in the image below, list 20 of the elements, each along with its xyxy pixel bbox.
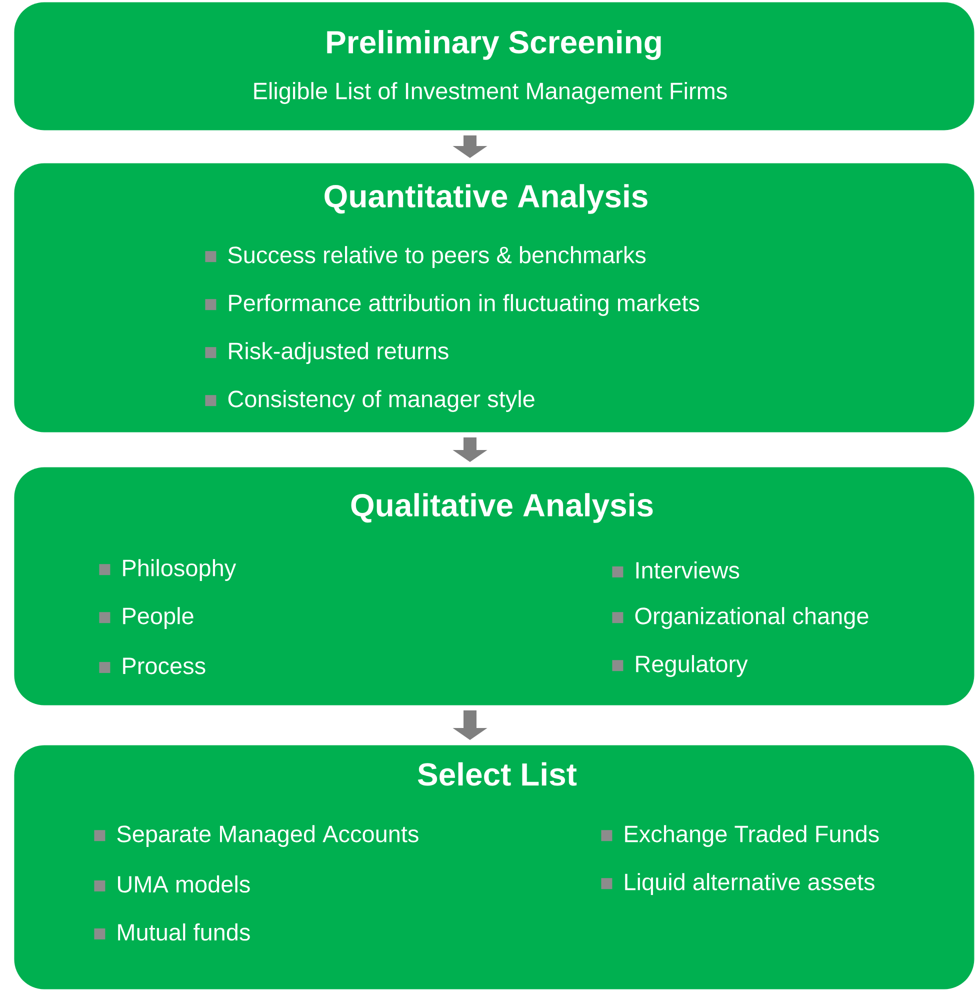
list-item: Philosophy — [99, 559, 236, 581]
list-item: People — [99, 607, 194, 629]
stage-heading: Preliminary Screening — [327, 30, 661, 60]
list-item: Regulatory — [612, 655, 748, 677]
list-item: Consistency of manager style — [205, 390, 534, 412]
list-item: Process — [99, 658, 206, 674]
list-item: Risk-adjusted returns — [205, 342, 448, 364]
list-item: Interviews — [612, 561, 740, 579]
list-item: Mutual funds — [94, 923, 250, 941]
list-item: Performance attribution in fluctuating markets — [205, 294, 700, 316]
stage-heading: Select List — [418, 762, 577, 786]
list-item: Liquid alternative assets — [601, 873, 874, 895]
list-item: UMA models — [94, 875, 250, 893]
list-item: Separate Managed Accounts — [94, 825, 418, 847]
list-item: Organizational change — [612, 607, 868, 629]
stage-heading: Qualitative Analysis — [351, 493, 653, 523]
stage-heading: Quantitative Analysis — [324, 184, 648, 214]
list-item: Success relative to peers & benchmarks — [205, 246, 646, 268]
stage-subtitle: Eligible List of Investment Management Firms — [254, 82, 727, 104]
list-item: Exchange Traded Funds — [601, 825, 879, 847]
